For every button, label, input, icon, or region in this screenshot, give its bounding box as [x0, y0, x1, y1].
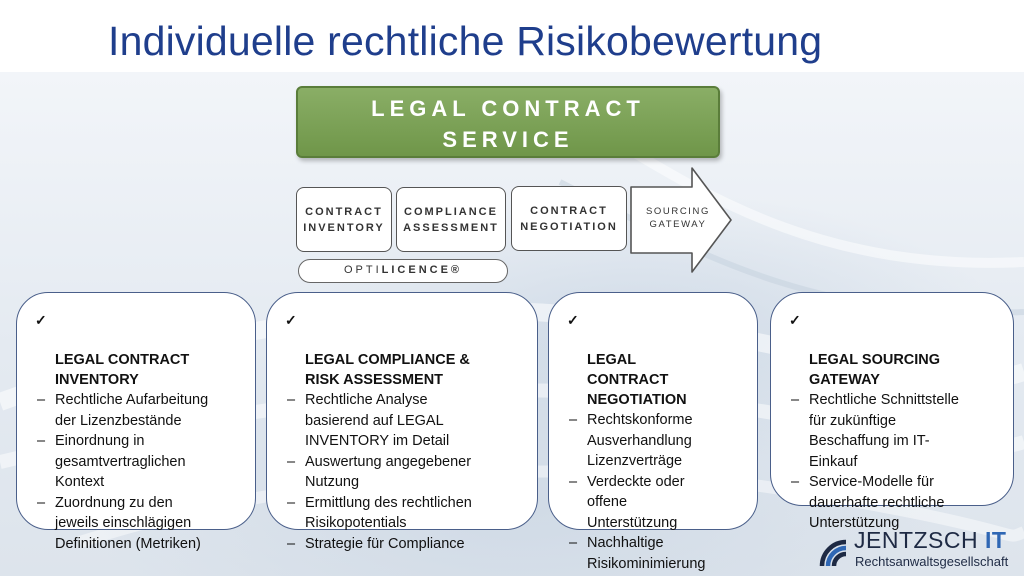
list-item-text: Rechtliche Analyse basierend auf LEGAL I… [305, 392, 450, 449]
list-item: –Rechtliche Schnittstelle für zukünftige… [787, 390, 1005, 472]
module-contract-negotiation: CONTRACT NEGOTIATION [511, 186, 627, 251]
list-item: –Rechtliche Aufarbeitung der Lizenzbestä… [33, 390, 247, 431]
optilicence-brand: LICENCE® [381, 264, 463, 276]
service-box-line2: SERVICE [442, 127, 574, 152]
checkmark-icon: ✓ [789, 312, 801, 328]
optilicence-prefix: OPTI [343, 264, 382, 276]
list-item-text: Verdeckte oder offene Unterstützung [587, 473, 685, 531]
card-heading-text: LEGAL CONTRACT NEGOTIATION [587, 352, 687, 408]
list-item: –Zuordnung zu den jeweils einschlägigen … [33, 493, 247, 555]
card-heading-text: LEGAL SOURCING GATEWAY [809, 352, 941, 388]
dash-icon: – [287, 392, 296, 408]
card-bullet-list: –Rechtliche Analyse basierend auf LEGAL … [283, 390, 529, 554]
list-item-text: Rechtliche Aufarbeitung der Lizenzbestän… [55, 392, 209, 429]
dash-icon: – [287, 535, 296, 552]
card-legal-sourcing-gateway: ✓ LEGAL SOURCING GATEWAY –Rechtliche Sch… [770, 292, 1014, 531]
list-item-text: Strategie für Compliance [305, 535, 465, 552]
checkmark-icon: ✓ [567, 312, 579, 328]
checkmark-icon: ✓ [35, 312, 47, 328]
list-item: –Einordnung in gesamtvertraglichen Konte… [33, 431, 247, 493]
logo-signal-icon [819, 539, 847, 567]
card-legal-contract-negotiation: ✓ LEGAL CONTRACT NEGOTIATION –Rechtskonf… [548, 292, 758, 572]
card-heading-text: LEGAL CONTRACT INVENTORY [55, 352, 190, 388]
card-heading: ✓ LEGAL CONTRACT NEGOTIATION [565, 310, 749, 410]
card-bullet-list: –Rechtliche Aufarbeitung der Lizenzbestä… [33, 390, 247, 554]
dash-icon: – [37, 392, 46, 408]
card-heading: ✓ LEGAL SOURCING GATEWAY [787, 310, 1005, 390]
card-legal-compliance-risk-assessment: ✓ LEGAL COMPLIANCE & RISK ASSESSMENT –Re… [266, 292, 538, 552]
dash-icon: – [569, 412, 578, 428]
list-item-text: Ermittlung des rechtlichen Risikopotenti… [305, 494, 472, 532]
list-item: –Auswertung angegebener Nutzung [283, 452, 529, 493]
logo-name-part2: IT [985, 527, 1007, 553]
card-heading: ✓ LEGAL CONTRACT INVENTORY [33, 310, 247, 390]
list-item: –Verdeckte oder offene Unterstützung [565, 472, 749, 534]
dash-icon: – [37, 494, 46, 511]
dash-icon: – [287, 494, 296, 511]
checkmark-icon: ✓ [285, 312, 297, 328]
list-item-text: Zuordnung zu den jeweils einschlägigen D… [55, 494, 201, 552]
list-item: –Rechtskonforme Ausverhandlung Lizenzver… [565, 410, 749, 472]
dash-icon: – [791, 474, 800, 490]
dash-icon: – [569, 473, 578, 490]
logo-subtitle: Rechtsanwaltsgesellschaft [855, 554, 1009, 569]
list-item-text: Nachhaltige Risikominimierung [587, 535, 706, 572]
list-item: –Strategie für Compliance [283, 534, 529, 555]
list-item-text: Auswertung angegebener Nutzung [305, 453, 472, 491]
card-heading: ✓ LEGAL COMPLIANCE & RISK ASSESSMENT [283, 310, 529, 390]
legal-contract-service-box: LEGAL CONTRACT SERVICE [296, 86, 720, 158]
list-item-text: Service-Modelle für dauerhafte rechtlich… [809, 474, 945, 531]
sourcing-gateway-arrow-icon [630, 167, 732, 273]
card-legal-contract-inventory: ✓ LEGAL CONTRACT INVENTORY –Rechtliche A… [16, 292, 256, 552]
list-item: –Ermittlung des rechtlichen Risikopotent… [283, 493, 529, 534]
logo-name: JENTZSCH IT [854, 528, 1006, 552]
module-contract-inventory: CONTRACT INVENTORY [296, 187, 392, 252]
list-item: –Nachhaltige Risikominimierung [565, 533, 749, 574]
sourcing-gateway-label: SOURCING GATEWAY [646, 206, 710, 230]
dash-icon: – [287, 453, 296, 470]
list-item-text: Rechtliche Schnittstelle für zukünftige … [809, 392, 959, 470]
list-item: –Rechtliche Analyse basierend auf LEGAL … [283, 390, 529, 452]
service-box-line1: LEGAL CONTRACT [371, 96, 645, 121]
dash-icon: – [791, 392, 800, 408]
logo-name-part1: JENTZSCH [854, 527, 985, 553]
module-compliance-assessment: COMPLIANCE ASSESSMENT [396, 187, 506, 252]
list-item: –Service-Modelle für dauerhafte rechtlic… [787, 472, 1005, 534]
slide-title: Individuelle rechtliche Risikobewertung [108, 18, 823, 64]
dash-icon: – [37, 433, 46, 449]
card-heading-text: LEGAL COMPLIANCE & RISK ASSESSMENT [305, 352, 470, 388]
card-bullet-list: –Rechtliche Schnittstelle für zukünftige… [787, 390, 1005, 534]
optilicence-pill: OPTILICENCE® [298, 259, 508, 283]
list-item-text: Rechtskonforme Ausverhandlung Lizenzvert… [587, 412, 693, 469]
card-bullet-list: –Rechtskonforme Ausverhandlung Lizenzver… [565, 410, 749, 574]
dash-icon: – [569, 535, 578, 551]
list-item-text: Einordnung in gesamtvertraglichen Kontex… [55, 433, 186, 490]
